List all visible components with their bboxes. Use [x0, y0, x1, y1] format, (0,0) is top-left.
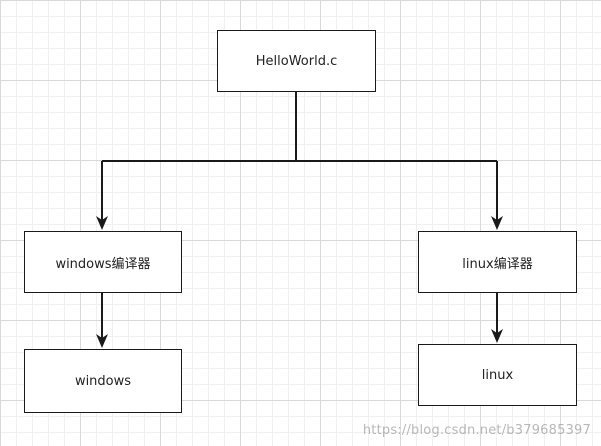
arrowhead-linux	[491, 329, 503, 343]
arrowhead-windows-compiler	[96, 216, 108, 230]
node-windows-label: windows	[74, 373, 132, 389]
node-windows: windows	[24, 349, 182, 413]
node-linux: linux	[418, 344, 577, 406]
arrowhead-linux-compiler	[491, 216, 503, 230]
watermark-text: https://blog.csdn.net/b379685397	[362, 423, 591, 438]
node-helloworld-c-label: HelloWorld.c	[255, 53, 338, 69]
node-linux-compiler: linux编译器	[418, 231, 577, 293]
node-windows-compiler-label: windows编译器	[55, 256, 151, 272]
node-linux-compiler-label: linux编译器	[462, 256, 533, 272]
node-windows-compiler: windows编译器	[24, 231, 182, 293]
node-linux-label: linux	[481, 367, 514, 383]
arrowhead-windows	[96, 334, 108, 348]
node-helloworld-c: HelloWorld.c	[217, 30, 376, 92]
